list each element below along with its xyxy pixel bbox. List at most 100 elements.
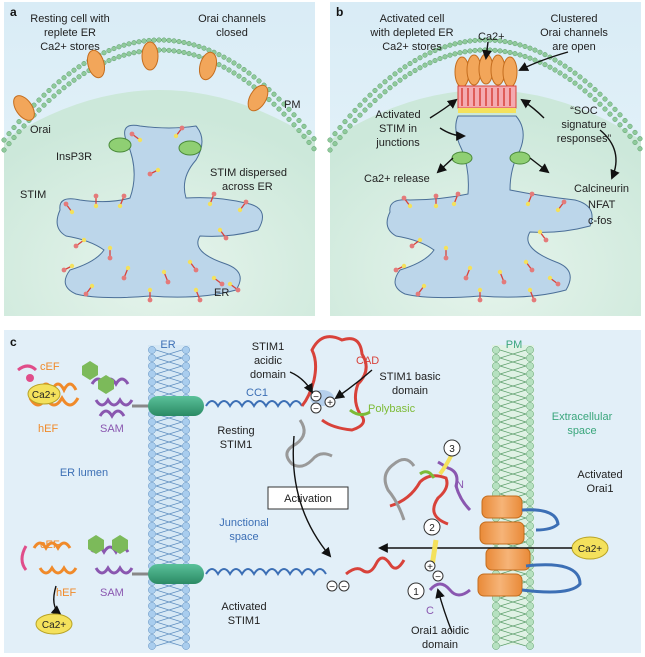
resting-stim1-2: STIM1 bbox=[220, 439, 252, 451]
soc-1: “SOC bbox=[570, 105, 598, 117]
resting-label-1: Resting cell with bbox=[30, 13, 109, 25]
panel-c: Activation bbox=[4, 330, 641, 653]
cef-top: cEF bbox=[40, 361, 60, 373]
charge-minus-4: − bbox=[341, 582, 347, 593]
resting-stim1-1: Resting bbox=[217, 425, 254, 437]
charge-minus-3: − bbox=[329, 582, 335, 593]
charge-minus-5: − bbox=[435, 572, 441, 583]
stim-dispersed-1: STIM dispersed bbox=[210, 167, 287, 179]
clustered-1: Clustered bbox=[550, 13, 597, 25]
stim1-basic-2: domain bbox=[392, 385, 428, 397]
activation-label: Activation bbox=[284, 493, 332, 505]
ca-label-b: Ca2+ bbox=[478, 31, 505, 43]
activated-cell-1: Activated cell bbox=[380, 13, 445, 25]
ca-bottom-label: Ca2+ bbox=[42, 620, 66, 631]
c-terminus: C bbox=[426, 605, 434, 617]
orai-label: Orai bbox=[30, 124, 51, 136]
activated-stim1-1: Activated bbox=[221, 601, 266, 613]
ca-top-label: Ca2+ bbox=[32, 390, 56, 401]
panel-b-plasma-membrane bbox=[327, 37, 643, 153]
activated-stim1-2: STIM1 bbox=[228, 615, 260, 627]
orai1-acidic-2: domain bbox=[422, 639, 458, 651]
polybasic-label: Polybasic bbox=[368, 403, 416, 415]
stim-junction-bridges bbox=[457, 85, 517, 113]
panel-b: b Activated cell with depleted ER Ca2+ s… bbox=[327, 2, 643, 316]
cad-label: CAD bbox=[356, 355, 379, 367]
charge-plus: + bbox=[327, 398, 333, 409]
panel-b-arrows bbox=[429, 41, 620, 180]
charge-minus-1: − bbox=[313, 392, 319, 403]
orai-open-cluster bbox=[454, 53, 518, 88]
marker-2 bbox=[423, 518, 441, 536]
orai-closed-label-2: closed bbox=[216, 27, 248, 39]
panel-a: a Resting cell with replete ER Ca2+ stor… bbox=[1, 2, 317, 316]
activated-orai1-2: Orai1 bbox=[587, 483, 614, 495]
n-terminus: N bbox=[456, 479, 464, 491]
insp3r-label: InsP3R bbox=[56, 151, 92, 163]
cef-bottom: cEF bbox=[40, 539, 60, 551]
activated-orai1-1: Activated bbox=[577, 469, 622, 481]
panel-c-arrows bbox=[50, 369, 453, 633]
resting-label-3: Ca2+ stores bbox=[40, 41, 100, 53]
resting-stim1 bbox=[17, 335, 371, 468]
insp3r-b-left bbox=[451, 151, 473, 165]
sam-top: SAM bbox=[100, 423, 124, 435]
panel-b-stim-molecules bbox=[393, 191, 567, 303]
er-lumen: ER lumen bbox=[60, 467, 108, 479]
ca-release: Ca2+ release bbox=[364, 173, 430, 185]
activated-stim-2: STIM in bbox=[379, 123, 417, 135]
stim1-acidic-2: acidic bbox=[254, 355, 283, 367]
marker-2-label: 2 bbox=[429, 523, 435, 534]
extracellular-1: Extracellular bbox=[552, 411, 613, 423]
nfat: NFAT bbox=[588, 199, 616, 211]
stim-label-a: STIM bbox=[20, 189, 46, 201]
extracellular-2: space bbox=[567, 425, 596, 437]
charge-minus-2: − bbox=[313, 404, 319, 415]
charge-plus-2: + bbox=[427, 562, 433, 573]
soc-2: signature bbox=[561, 119, 606, 131]
insp3r-b-right bbox=[509, 151, 531, 165]
orai-closed-channels bbox=[13, 41, 269, 121]
pm-label-a: PM bbox=[284, 99, 301, 111]
panel-b-er bbox=[386, 115, 593, 299]
calcineurin: Calcineurin bbox=[574, 183, 629, 195]
stim1-acidic-1: STIM1 bbox=[252, 341, 284, 353]
stim1-basic-1: STIM1 basic bbox=[379, 371, 441, 383]
activated-cell-2: with depleted ER bbox=[369, 27, 453, 39]
ca-released bbox=[35, 613, 73, 635]
panel-a-stim-molecules bbox=[61, 125, 249, 303]
clustered-3: are open bbox=[552, 41, 595, 53]
activated-stim-1: Activated bbox=[375, 109, 420, 121]
junctional-1: Junctional bbox=[219, 517, 269, 529]
orai1-acidic-1: Orai1 acidic bbox=[411, 625, 470, 637]
soc-3: responses” bbox=[557, 133, 612, 145]
activated-stim1 bbox=[20, 453, 454, 592]
er-label-c: ER bbox=[160, 339, 175, 351]
marker-1 bbox=[407, 582, 425, 600]
activated-cell-3: Ca2+ stores bbox=[382, 41, 442, 53]
panel-b-letter: b bbox=[336, 5, 343, 19]
er-membrane-c bbox=[148, 345, 190, 650]
panel-a-letter: a bbox=[10, 5, 17, 19]
hef-bottom: hEF bbox=[56, 587, 76, 599]
sam-bottom: SAM bbox=[100, 587, 124, 599]
junctional-2: space bbox=[229, 531, 258, 543]
stim1-acidic-3: domain bbox=[250, 369, 286, 381]
stim-dispersed-2: across ER bbox=[222, 181, 273, 193]
clustered-2: Orai channels bbox=[540, 27, 608, 39]
activated-stim-3: junctions bbox=[375, 137, 420, 149]
activation-arrow bbox=[292, 435, 332, 558]
resting-label-2: replete ER bbox=[44, 27, 96, 39]
activated-orai1 bbox=[428, 460, 582, 597]
cc1-label: CC1 bbox=[246, 387, 268, 399]
marker-3-label: 3 bbox=[449, 444, 455, 455]
pm-label-c: PM bbox=[506, 339, 523, 351]
c-fos: c-fos bbox=[588, 215, 612, 227]
ca-bound-top bbox=[27, 383, 61, 405]
hef-top: hEF bbox=[38, 423, 58, 435]
marker-1-label: 1 bbox=[413, 587, 419, 598]
activation-box bbox=[267, 486, 349, 510]
er-label-a: ER bbox=[214, 287, 229, 299]
insp3r-receptor-2 bbox=[178, 140, 202, 156]
